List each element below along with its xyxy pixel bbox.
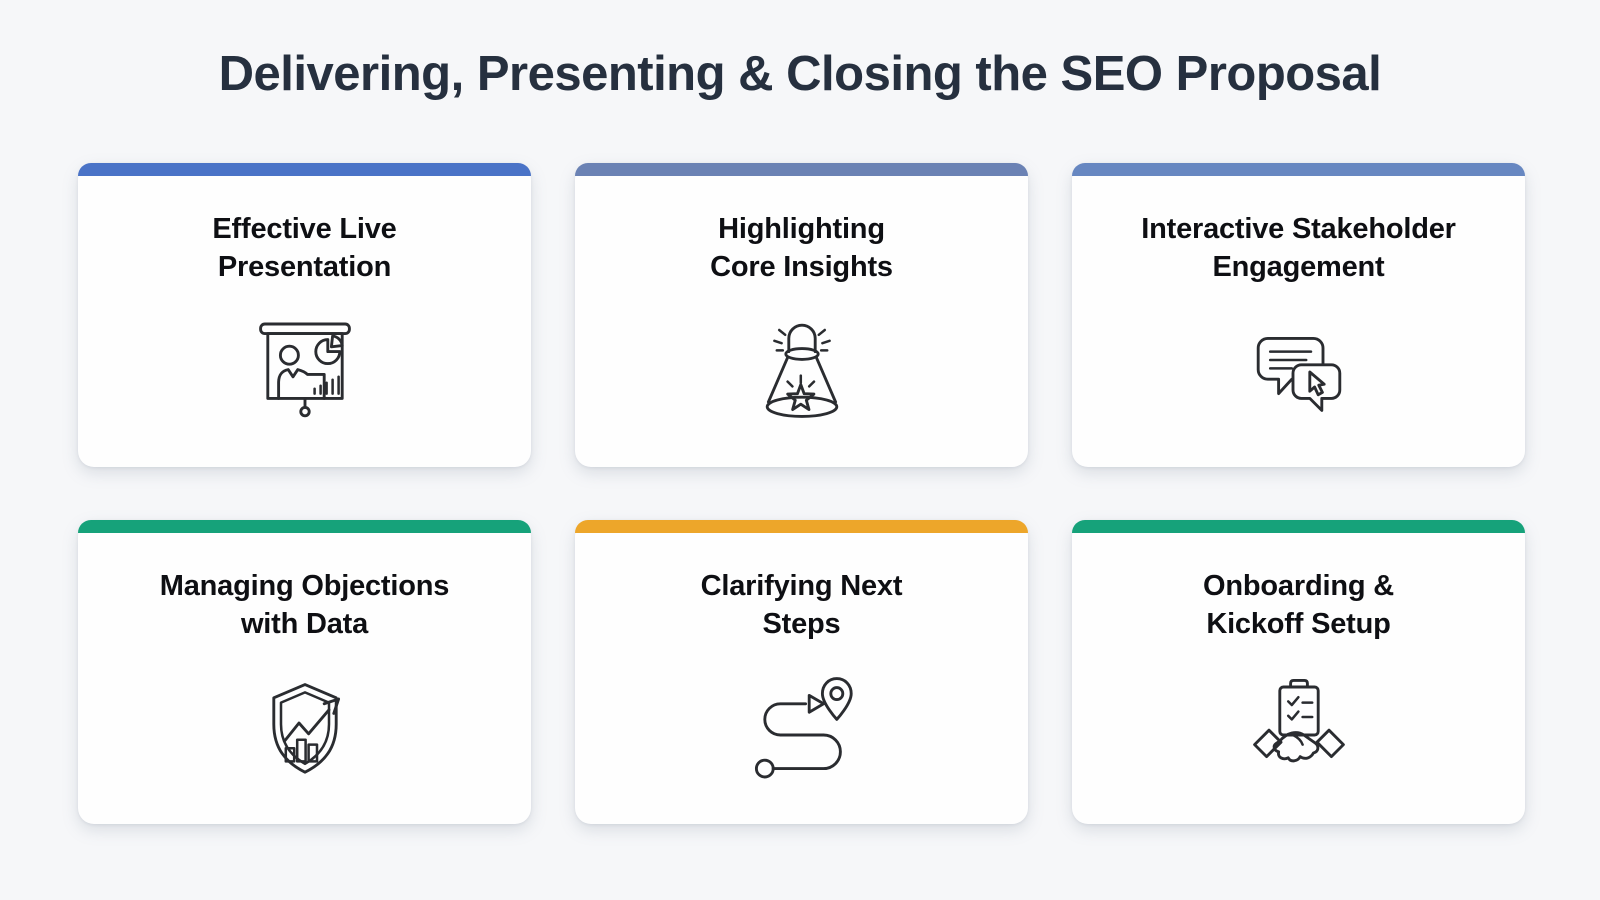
- card-icon-area: [1239, 287, 1359, 467]
- chat-bubbles-cursor-icon: [1256, 336, 1341, 412]
- card-effective-live-presentation: Effective Live Presentation: [78, 163, 531, 467]
- card-icon-area: [1239, 644, 1359, 824]
- card-accent-bar: [1072, 163, 1525, 176]
- card-accent-bar: [1072, 520, 1525, 533]
- card-title-line: Highlighting: [718, 213, 885, 245]
- handshake-checklist-icon: [1252, 678, 1345, 763]
- card-icon-area: [742, 644, 862, 824]
- card-title: Interactive Stakeholder Engagement: [1141, 210, 1456, 287]
- card-title: Managing Objections with Data: [159, 567, 450, 644]
- card-title-line: Steps: [762, 608, 841, 641]
- card-icon-area: [245, 644, 365, 824]
- presentation-chart-icon: [258, 322, 351, 418]
- card-onboarding-kickoff-setup: Onboarding & Kickoff Setup: [1072, 520, 1525, 824]
- card-title-line: Core Insights: [710, 251, 893, 284]
- card-title: Effective Live Presentation: [212, 210, 396, 287]
- card-title-line: Presentation: [217, 251, 392, 284]
- card-managing-objections-with-data: Managing Objections with Data: [78, 520, 531, 824]
- page-title: Delivering, Presenting & Closing the SEO…: [218, 47, 1382, 101]
- card-title-line: Managing Objections: [159, 570, 450, 602]
- card-title: Clarifying Next Steps: [701, 567, 903, 644]
- card-accent-bar: [78, 520, 531, 533]
- card-accent-bar: [78, 163, 531, 176]
- card-title: Highlighting Core Insights: [710, 210, 893, 287]
- card-title-line: Interactive Stakeholder: [1141, 213, 1456, 245]
- shield-growth-chart-icon: [271, 682, 340, 774]
- card-title-line: Effective Live: [212, 213, 397, 245]
- card-icon-area: [742, 287, 862, 467]
- card-accent-bar: [575, 163, 1028, 176]
- card-title-line: Onboarding &: [1203, 570, 1394, 602]
- route-destination-pin-icon: [754, 676, 853, 779]
- card-title: Onboarding & Kickoff Setup: [1203, 567, 1394, 644]
- card-title-line: Engagement: [1212, 251, 1385, 284]
- card-accent-bar: [575, 520, 1028, 533]
- card-title-line: with Data: [240, 608, 369, 641]
- card-highlighting-core-insights: Highlighting Core Insights: [575, 163, 1028, 467]
- card-title-line: Clarifying Next: [700, 570, 903, 602]
- spotlight-star-icon: [765, 323, 838, 418]
- card-interactive-stakeholder-engagement: Interactive Stakeholder Engagement: [1072, 163, 1525, 467]
- cards-grid: Effective Live Presentation Highlighting…: [78, 163, 1525, 824]
- card-title-line: Kickoff Setup: [1206, 608, 1391, 641]
- card-icon-area: [245, 287, 365, 467]
- card-clarifying-next-steps: Clarifying Next Steps: [575, 520, 1028, 824]
